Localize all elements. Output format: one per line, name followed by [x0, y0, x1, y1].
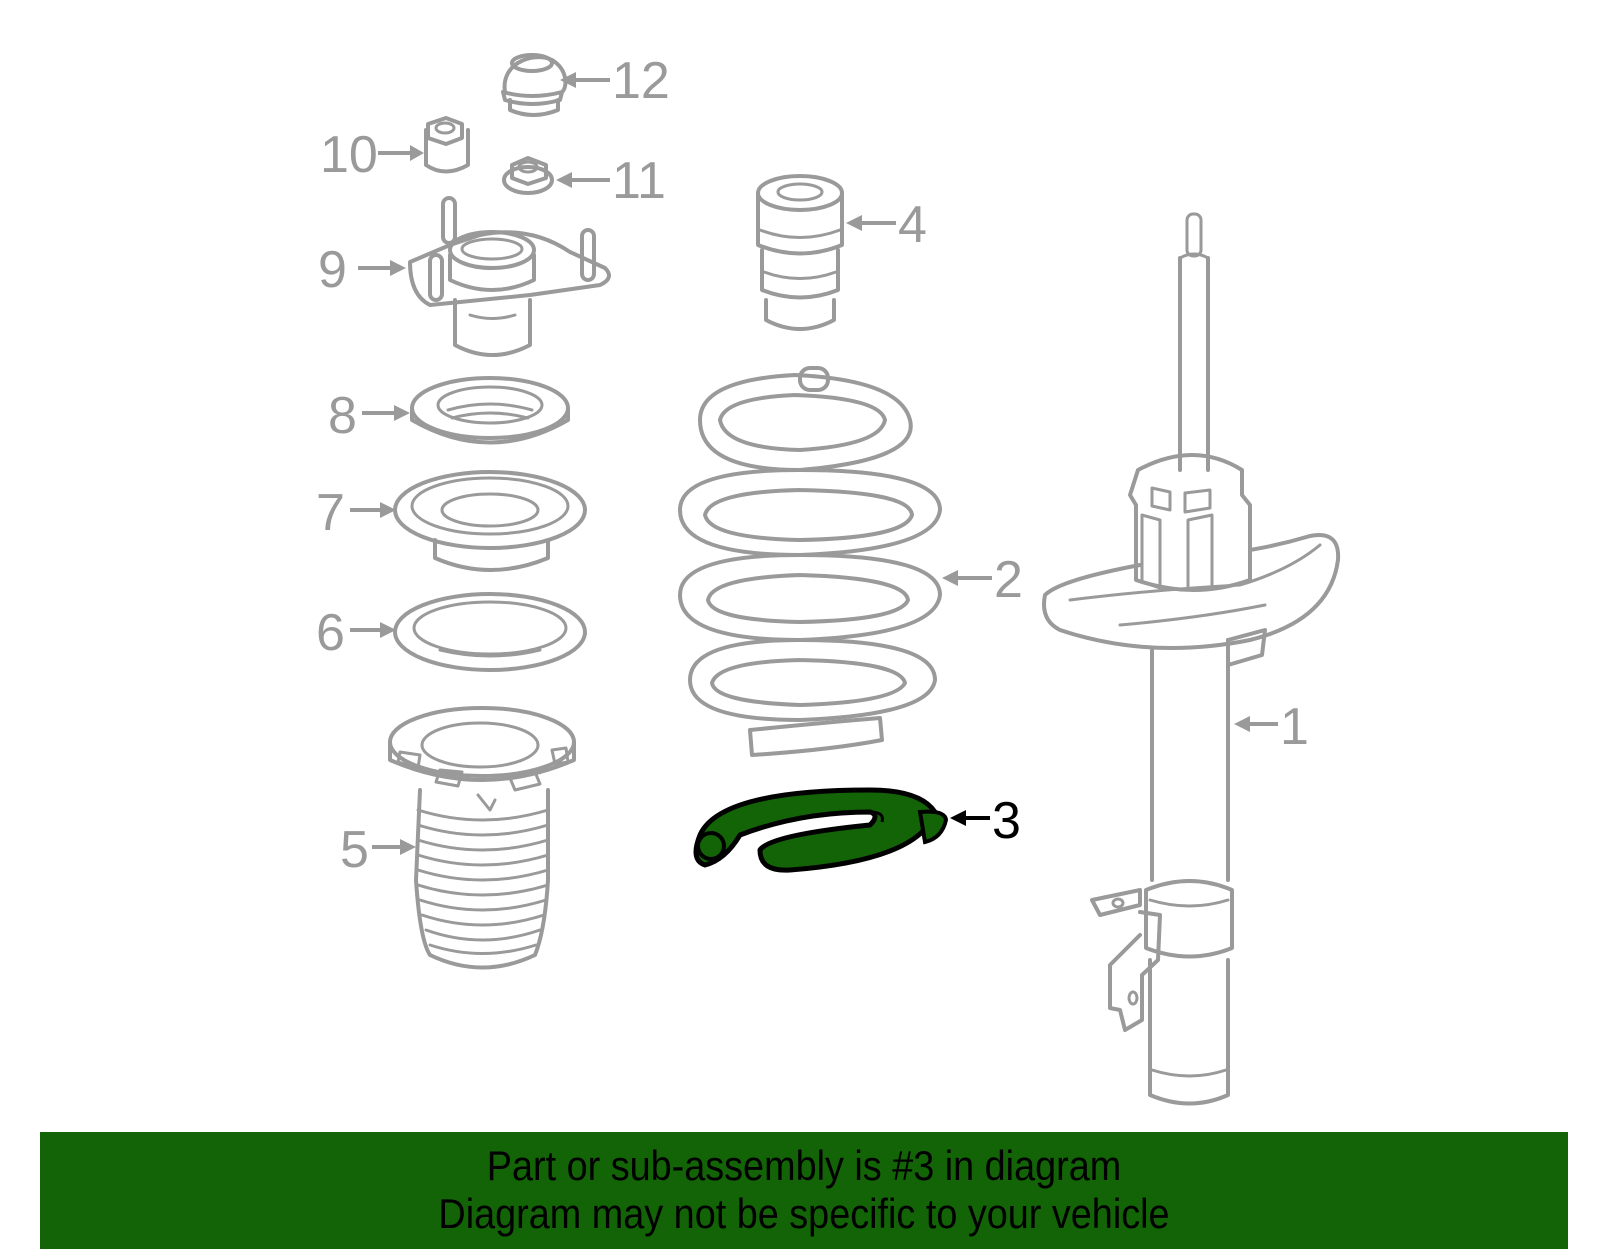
svg-text:8: 8	[328, 387, 357, 445]
svg-text:11: 11	[612, 152, 666, 210]
svg-text:4: 4	[898, 196, 927, 254]
svg-text:12: 12	[612, 52, 670, 110]
callout-9: 9	[318, 241, 406, 299]
callout-4: 4	[846, 196, 927, 254]
callout-12: 12	[560, 52, 670, 110]
callout-2: 2	[942, 551, 1023, 609]
callout-7: 7	[316, 484, 396, 542]
svg-text:7: 7	[316, 484, 345, 542]
callout-5: 5	[340, 821, 416, 879]
banner-line-part-number: Part or sub-assembly is #3 in diagram	[486, 1142, 1122, 1189]
parts-diagram: 12 10 11 9	[316, 52, 1341, 1106]
banner-line-disclaimer: Diagram may not be specific to your vehi…	[438, 1190, 1170, 1237]
svg-text:6: 6	[316, 604, 345, 662]
part-10-nut-cap[interactable]	[424, 116, 470, 174]
part-1-strut-assembly[interactable]	[1042, 212, 1341, 1106]
callout-8: 8	[328, 387, 410, 445]
part-6-washer[interactable]	[393, 592, 587, 672]
svg-text:10: 10	[320, 126, 378, 184]
part-5-dust-boot[interactable]	[388, 706, 576, 970]
part-7-upper-spring-seat[interactable]	[393, 470, 587, 572]
svg-text:1: 1	[1280, 698, 1309, 756]
svg-text:2: 2	[994, 551, 1023, 609]
svg-text:9: 9	[318, 241, 347, 299]
part-2-coil-spring[interactable]	[678, 366, 942, 757]
svg-text:3: 3	[992, 792, 1021, 850]
part-3-spring-insulator[interactable]	[693, 787, 949, 873]
callout-6: 6	[316, 604, 396, 662]
info-banner: Part or sub-assembly is #3 in diagram Di…	[40, 1132, 1568, 1249]
part-9-strut-mount[interactable]	[408, 196, 611, 357]
callout-3: 3	[950, 792, 1021, 850]
svg-text:5: 5	[340, 821, 369, 879]
callout-10: 10	[320, 126, 424, 184]
part-4-bump-stop[interactable]	[756, 174, 844, 331]
callout-11: 11	[556, 152, 666, 210]
callout-1: 1	[1234, 698, 1309, 756]
part-8-bearing[interactable]	[410, 376, 570, 445]
part-12-mount-cap[interactable]	[501, 53, 568, 117]
part-11-flange-nut[interactable]	[502, 156, 554, 195]
